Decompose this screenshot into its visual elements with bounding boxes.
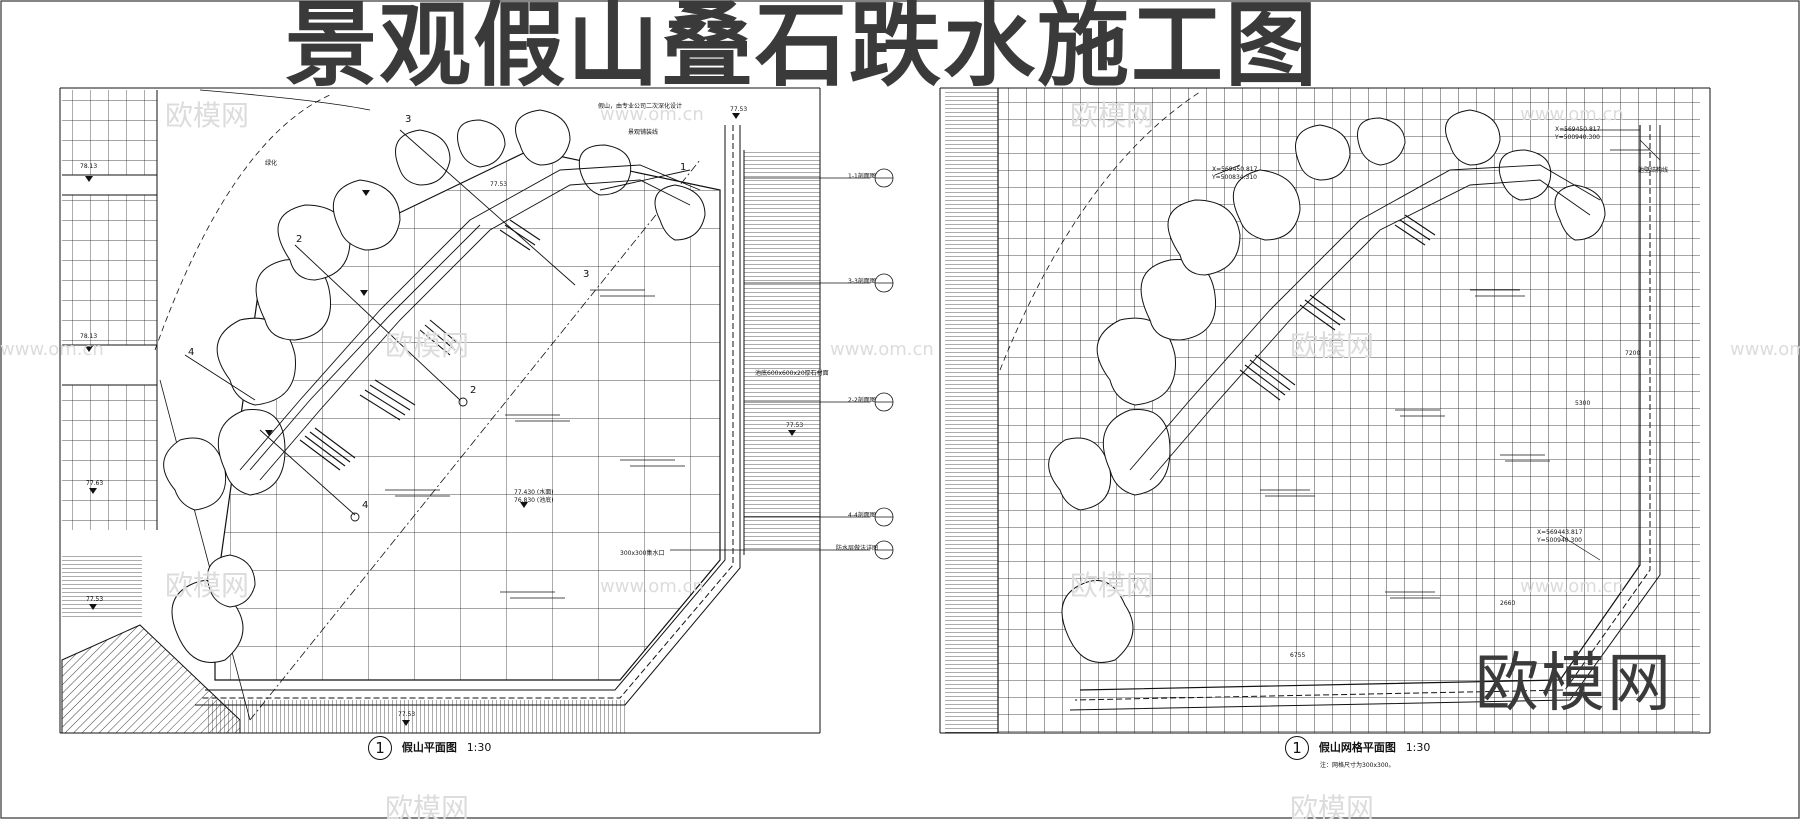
elevation-label: 77.63: [86, 480, 104, 487]
right-plan: [939, 87, 1711, 734]
section-callout-2-2: 2-2剖面图: [848, 397, 876, 404]
dim-label: 2660: [1500, 600, 1516, 607]
coord-label: Y=500940.300: [1555, 134, 1600, 141]
caption-scale: 1:30: [1405, 741, 1431, 754]
note-water-level: 77.430 (水面): [514, 489, 554, 496]
svg-text:欧模网: 欧模网: [1070, 99, 1154, 132]
drawing-title: 景观假山叠石跌水施工图: [285, 0, 1320, 99]
right-paving-strip: [744, 150, 820, 550]
svg-text:www.om.cn: www.om.cn: [600, 104, 704, 125]
elevation-label: 77.53: [398, 711, 416, 718]
left-plan-caption: 1 假山平面图 1:30: [368, 736, 491, 760]
section-callout-4-4: 4-4剖面图: [848, 512, 876, 519]
svg-text:欧模网: 欧模网: [385, 792, 469, 819]
note-edge: 池壁结构线: [1638, 167, 1669, 174]
svg-text:www.om.cn: www.om.cn: [1730, 339, 1800, 360]
svg-text:www.om.cn: www.om.cn: [1520, 104, 1624, 125]
coord-label: X=569443.817: [1537, 529, 1583, 536]
watermark-layer: 欧模网 www.om.cn www.om.cn 欧模网 www.om.cn 欧模…: [0, 99, 1800, 819]
elevation-label: 78.13: [80, 163, 98, 170]
brand-logo: 欧模网: [1475, 647, 1673, 721]
note-drain: 300x300集水口: [620, 550, 665, 557]
svg-text:2: 2: [296, 234, 302, 245]
dim-label: 5300: [1575, 400, 1591, 407]
svg-text:www.om.cn: www.om.cn: [1520, 576, 1624, 597]
elevation-label: 77.53: [786, 422, 804, 429]
svg-text:欧模网: 欧模网: [165, 569, 249, 602]
caption-text: 假山平面图: [401, 741, 457, 754]
caption-scale: 1:30: [466, 741, 492, 754]
coord-label: Y=500940.300: [1537, 537, 1582, 544]
right-plan-caption: 1 假山网格平面图 1:30: [1285, 736, 1430, 760]
elevation-label: 77.53: [86, 596, 104, 603]
coord-label: X=569450.817: [1555, 126, 1601, 133]
dim-label: 7200: [1625, 350, 1641, 357]
svg-text:3: 3: [583, 269, 589, 280]
note-top: 假山，由专业公司二次深化设计: [598, 103, 683, 110]
left-paving-grid: [62, 90, 157, 530]
rockery-cluster-right: [1048, 109, 1606, 663]
svg-text:www.om.cn: www.om.cn: [0, 339, 104, 360]
coord-label: X=569450.817: [1212, 166, 1258, 173]
left-plan: 3 3 2 2 4 4 1: [59, 87, 894, 734]
svg-text:2: 2: [470, 385, 476, 396]
caption-number: 1: [368, 736, 392, 760]
svg-text:欧模网: 欧模网: [1070, 569, 1154, 602]
svg-text:4: 4: [362, 500, 368, 511]
caption-number: 1: [1285, 736, 1309, 760]
svg-text:欧模网: 欧模网: [165, 99, 249, 132]
svg-text:欧模网: 欧模网: [1290, 329, 1374, 362]
svg-text:欧模网: 欧模网: [1290, 792, 1374, 819]
coord-label: Y=500834.310: [1212, 174, 1257, 181]
note-paving: 池底600x600x20厚石材面: [755, 370, 829, 377]
note-green: 绿化: [265, 160, 278, 167]
section-callout-waterproof: 防水层做法详图: [836, 545, 879, 552]
dim-label: 6755: [1290, 652, 1306, 659]
elevation-label: 77.53: [490, 181, 508, 188]
svg-text:欧模网: 欧模网: [385, 329, 469, 362]
elevation-label: 77.53: [730, 106, 748, 113]
svg-text:www.om.cn: www.om.cn: [600, 576, 704, 597]
section-callout-3-3: 3-3剖面图: [848, 278, 876, 285]
svg-text:3: 3: [405, 114, 411, 125]
elevation-label: 78.13: [80, 333, 98, 340]
stream-channel-left: [239, 164, 701, 481]
right-caption-note: 注：网格尺寸为300x300。: [1320, 762, 1395, 769]
svg-text:1: 1: [680, 162, 686, 173]
caption-text: 假山网格平面图: [1318, 741, 1396, 754]
section-callout-1-1: 1-1剖面图: [848, 173, 876, 180]
note-top2: 景观铺装线: [628, 129, 659, 136]
svg-text:www.om.cn: www.om.cn: [830, 339, 934, 360]
svg-text:4: 4: [188, 347, 194, 358]
note-pool-bottom: 76.830 (池底): [514, 497, 554, 504]
